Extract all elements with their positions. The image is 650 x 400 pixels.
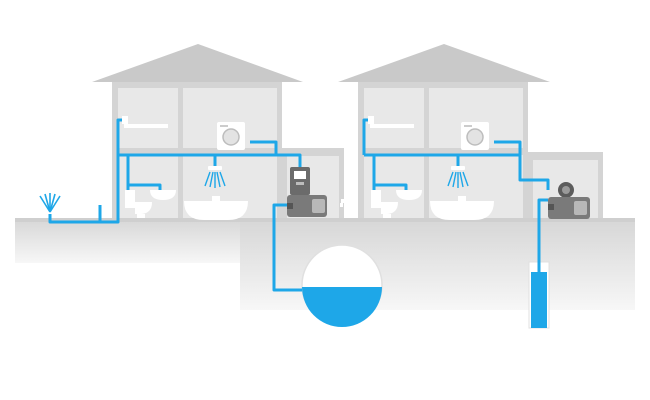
- pipe-main-floor-right: [364, 153, 550, 190]
- sprinkler-icon: [39, 193, 61, 213]
- garden-tap-icon: [94, 199, 103, 207]
- borehole-well-icon: [528, 261, 550, 329]
- garden-tap-icon: [340, 199, 349, 207]
- pump-controller-icon: [290, 167, 310, 195]
- washbasin-icon: [368, 116, 414, 128]
- washbasin-icon: [150, 190, 176, 200]
- pipe-washer: [250, 140, 278, 155]
- pipe-tank-to-pump: [272, 203, 302, 292]
- bathtub-icon: [430, 196, 494, 220]
- toilet-icon: [371, 190, 398, 218]
- right-roof: [338, 44, 550, 82]
- pipe-washer-right: [494, 140, 522, 155]
- pipe-basin-right: [374, 183, 408, 192]
- washbasin-icon: [396, 190, 422, 200]
- bathtub-icon: [184, 196, 248, 220]
- shower-icon: [447, 166, 469, 188]
- pipe-well-to-pump: [537, 198, 548, 272]
- washing-machine-icon: [461, 122, 489, 150]
- toilet-icon: [125, 190, 152, 218]
- washing-machine-icon: [217, 122, 245, 150]
- water-tank-icon: [301, 244, 383, 327]
- ground: [15, 218, 635, 310]
- right-pipes: [362, 118, 550, 272]
- pipe-basin: [128, 183, 162, 192]
- pipe-garden: [48, 155, 120, 224]
- washbasin-icon: [122, 116, 168, 128]
- left-roof: [92, 44, 303, 82]
- booster-pump-icon: [548, 182, 590, 219]
- booster-pump-icon: [287, 195, 327, 217]
- shower-icon: [204, 166, 226, 188]
